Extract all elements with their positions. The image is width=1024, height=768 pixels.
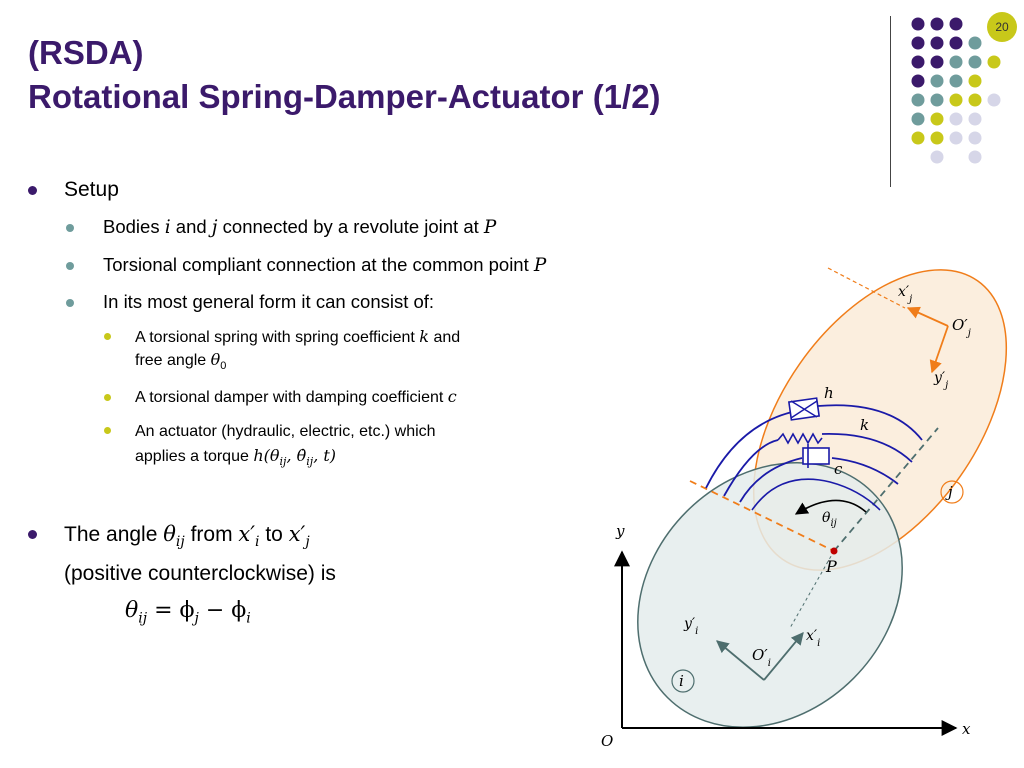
list-item-bodies: Bodies i and j connected by a revolute j… (103, 216, 497, 238)
decorative-dot-grid (911, 17, 1001, 164)
label-k: k (860, 416, 869, 434)
decorative-dot (911, 36, 925, 50)
bullet-dot (66, 224, 74, 232)
damper-symbol (802, 444, 830, 468)
decorative-dot (930, 36, 944, 50)
decorative-dot (968, 150, 982, 164)
label-xj: x′j (898, 284, 912, 305)
list-item-spring: A torsional spring with spring coefficie… (135, 327, 461, 373)
bullet-dot (28, 530, 37, 539)
damper-arc-left (739, 457, 803, 503)
actuator-arc-outer-right (817, 404, 923, 441)
decorative-dot (987, 93, 1001, 107)
decorative-dot (968, 36, 982, 50)
decorative-dot (911, 17, 925, 31)
joint-P-dot (830, 547, 838, 555)
decorative-dot (949, 36, 963, 50)
bullet-dot (104, 333, 111, 340)
actuator-arc-outer (705, 409, 803, 489)
label-xi: x′i (806, 628, 820, 649)
theta-arc-arrow (794, 499, 867, 515)
decorative-dot (968, 55, 982, 69)
decorative-dot (930, 74, 944, 88)
decorative-dot (930, 55, 944, 69)
decorative-dot (930, 93, 944, 107)
bullet-dot (104, 427, 111, 434)
label-Oj: O′j (952, 316, 971, 339)
bullet-dot (66, 299, 74, 307)
bullet-dot (66, 262, 74, 270)
xi-arrow (763, 632, 804, 681)
page-number-badge: 20 (987, 12, 1017, 42)
yj-arrow (929, 325, 949, 374)
list-item-actuator: An actuator (hydraulic, electric, etc.) … (135, 423, 436, 469)
xj-arrow (906, 306, 949, 327)
line-P-to-Oi (789, 550, 835, 629)
decorative-dot (911, 55, 925, 69)
decorative-dot (930, 150, 944, 164)
label-body-j: j (945, 483, 953, 501)
decorative-dot (911, 93, 925, 107)
label-yj: y′j (933, 370, 948, 391)
yi-arrow (716, 640, 765, 681)
decorative-dot (949, 131, 963, 145)
decorative-dot (949, 17, 963, 31)
label-theta-ij: θij (822, 510, 837, 529)
spring-zigzag (777, 432, 823, 445)
body-j-label-circle (940, 480, 964, 504)
list-item-torsional: Torsional compliant connection at the co… (103, 254, 547, 276)
decorative-dot (911, 74, 925, 88)
decorative-dot (930, 112, 944, 126)
divider-line (890, 16, 891, 187)
slide-title: (RSDA) Rotational Spring-Damper-Actuator… (28, 31, 661, 119)
inner-arc (751, 478, 881, 511)
decorative-dot (911, 112, 925, 126)
decorative-dot (911, 131, 925, 145)
joint-line-orange (689, 480, 835, 552)
title-line-1: (RSDA) (28, 34, 144, 71)
body-i-shape (637, 462, 903, 728)
body-i-label-circle (671, 669, 695, 693)
label-Oi: O′i (752, 646, 771, 669)
decorative-dot (987, 55, 1001, 69)
label-y: y (615, 522, 625, 540)
label-body-i: i (679, 672, 684, 690)
list-item-setup: Setup (64, 178, 119, 201)
spring-arc-left (723, 439, 779, 497)
decorative-dot (949, 93, 963, 107)
decorative-dot (949, 112, 963, 126)
list-item-angle: The angle θij from x′i to x′j (positive … (64, 522, 336, 586)
label-h: h (824, 384, 834, 402)
decorative-dot (968, 112, 982, 126)
title-line-2: Rotational Spring-Damper-Actuator (1/2) (28, 78, 661, 115)
bullet-dot (104, 394, 111, 401)
equation-theta-ij: θij = ϕj − ϕi (125, 598, 251, 627)
decorative-dot (949, 74, 963, 88)
joint-line-teal (833, 427, 939, 552)
label-yi: y′i (683, 616, 698, 637)
xj-axis-dashed (827, 267, 906, 309)
damper-arc-right (831, 457, 899, 485)
label-x: x (962, 720, 971, 738)
label-P: P (825, 557, 837, 576)
list-item-damper: A torsional damper with damping coeffici… (135, 387, 457, 406)
bullet-dot (28, 186, 37, 195)
decorative-dot (968, 131, 982, 145)
label-c: c (834, 460, 843, 478)
decorative-dot (930, 131, 944, 145)
actuator-box (787, 397, 821, 421)
label-O: O (601, 732, 613, 750)
decorative-dot (949, 55, 963, 69)
decorative-dot (968, 74, 982, 88)
list-item-general-form: In its most general form it can consist … (103, 291, 435, 312)
decorative-dot (968, 93, 982, 107)
decorative-dot (930, 17, 944, 31)
spring-arc-right (821, 433, 913, 463)
